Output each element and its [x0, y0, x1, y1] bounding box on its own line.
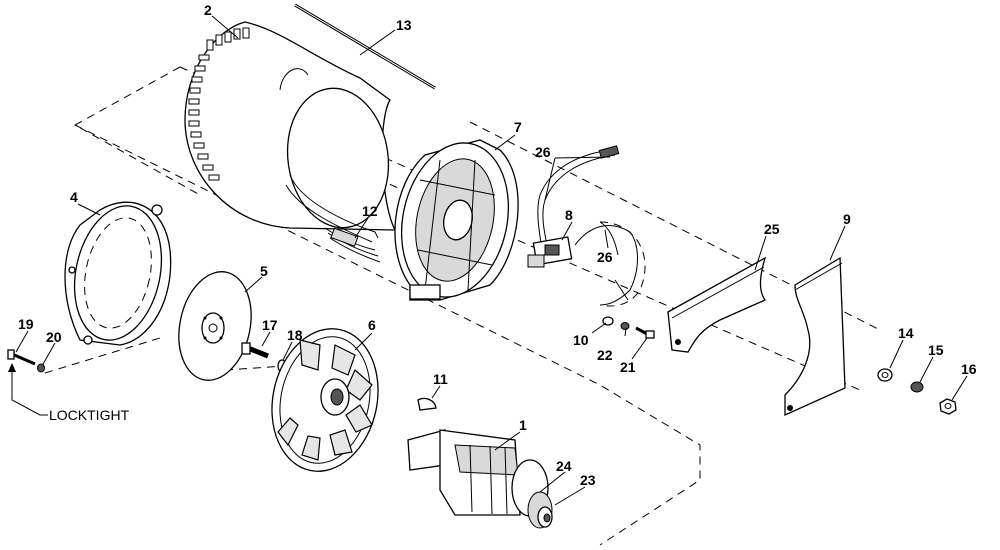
part-15-lockwasher — [910, 381, 924, 393]
part-1-rotor — [407, 429, 553, 529]
callout-2: 2 — [204, 2, 212, 18]
callout-6: 6 — [368, 317, 376, 333]
callout-12: 12 — [362, 203, 378, 219]
callout-11: 11 — [433, 371, 448, 387]
callout-24: 24 — [556, 458, 572, 474]
callout-9: 9 — [843, 211, 851, 227]
part-17-bolt — [241, 342, 269, 359]
part-6-fan — [271, 328, 379, 472]
callout-16: 16 — [961, 361, 977, 377]
part-11-key — [417, 397, 437, 411]
callout-leaders — [15, 15, 968, 506]
part-21-screw — [635, 326, 655, 339]
callout-7: 7 — [514, 119, 522, 135]
part-8-brush-holder — [527, 236, 573, 268]
part-12-stator-leads — [324, 227, 381, 263]
callout-14: 14 — [898, 325, 914, 341]
callout-22: 22 — [597, 347, 613, 363]
callout-8: 8 — [565, 207, 573, 223]
part-25-shroud — [667, 256, 767, 353]
part-5-flex-plate — [178, 271, 252, 381]
part-22-lockwasher — [620, 322, 630, 330]
callout-18: 18 — [287, 327, 303, 343]
callout-25: 25 — [764, 221, 780, 237]
callout-23: 23 — [580, 472, 596, 488]
part-19-screw — [7, 349, 36, 366]
callout-15: 15 — [928, 342, 944, 358]
part-4-adapter-ring — [64, 201, 172, 346]
part-26-wiring-harness — [537, 145, 646, 307]
callout-1: 1 — [519, 417, 527, 433]
locktight-leader — [8, 363, 48, 416]
locktight-note: LOCKTIGHT — [49, 407, 130, 423]
part-7-end-bracket — [394, 139, 519, 301]
callout-26-upper: 26 — [535, 144, 551, 160]
callout-4: 4 — [70, 189, 78, 205]
callout-13: 13 — [396, 17, 412, 33]
part-14-washer — [877, 368, 893, 382]
housing-vent-slots — [188, 27, 250, 181]
part-20-washer — [37, 363, 45, 373]
callout-10: 10 — [573, 332, 589, 348]
callout-20: 20 — [46, 329, 62, 345]
callout-labels: 2 13 7 26 8 26 12 4 5 6 17 18 11 1 24 23… — [18, 2, 977, 488]
callout-5: 5 — [260, 263, 268, 279]
part-16-nut — [939, 398, 957, 415]
callout-17: 17 — [262, 317, 278, 333]
part-9-cover-plate — [784, 256, 846, 417]
callout-19: 19 — [18, 316, 34, 332]
part-2-stator-housing — [184, 21, 397, 243]
part-13-stud — [294, 3, 436, 90]
callout-26-lower: 26 — [597, 249, 613, 265]
callout-21: 21 — [620, 359, 636, 375]
